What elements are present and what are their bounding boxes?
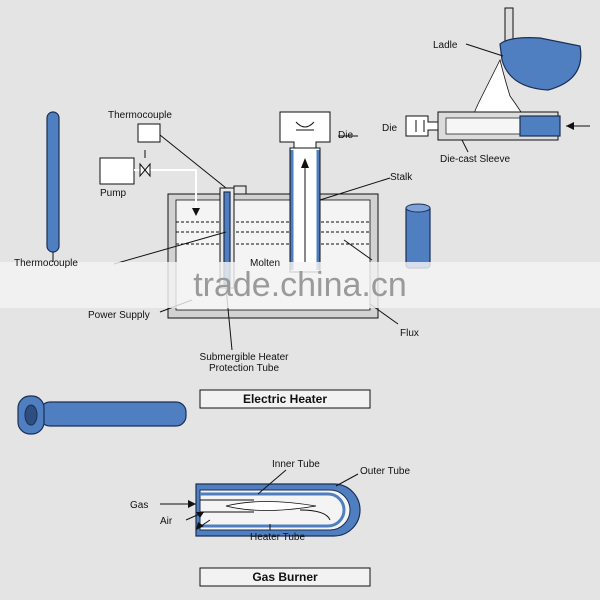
thermocouple-left-label: Thermocouple [14, 258, 78, 269]
die-label-left: Die [382, 123, 397, 134]
plunger-arrowhead [566, 122, 574, 130]
thermocouple-wire [159, 134, 227, 189]
submergible-label-line1: Submergible Heater [200, 352, 290, 363]
die-cavity [295, 121, 315, 131]
flame [225, 501, 317, 511]
watermark-band [0, 262, 600, 308]
pump-box [99, 157, 135, 185]
gas-burner-title: Gas Burner [252, 570, 318, 584]
stalk-flow-arrow [301, 158, 309, 168]
heater-tube-label: Heater Tube [250, 532, 305, 543]
thermocouple-leader [113, 231, 227, 265]
ladle-leader [465, 43, 504, 57]
gas-inlet-arrow [188, 500, 196, 508]
outer-tube-label: Outer Tube [360, 466, 410, 477]
heater-tube-horizontal [17, 395, 187, 435]
ladle-label: Ladle [433, 40, 458, 51]
pump-flow-arrow [192, 208, 200, 216]
stalk-leader [319, 177, 391, 201]
molten-label: Molten [250, 258, 280, 269]
stalk-label: Stalk [390, 172, 413, 183]
outer-tube-leader [335, 473, 359, 487]
heater-tube-opening [24, 404, 38, 426]
thermocouple-rod [46, 111, 60, 253]
die-cast-sleeve-assembly [405, 111, 590, 153]
ladle-assembly [471, 7, 582, 127]
watermark-text: trade.china.cn [193, 266, 407, 304]
pump-label: Pump [100, 188, 127, 199]
ladle-handle [504, 7, 514, 43]
flux-leader-top [343, 239, 373, 261]
air-inlet-arrow [196, 512, 204, 518]
air-label: Air [160, 516, 173, 527]
main-die-block [279, 111, 331, 153]
inner-tube-leader [257, 469, 287, 495]
sleeve-leader [461, 139, 469, 153]
thermocouple-box [137, 123, 161, 143]
submergible-label-line2: Protection Tube [209, 363, 279, 374]
heater-cap [233, 185, 247, 195]
power-supply-label: Power Supply [88, 310, 150, 321]
gas-burner-title-box [199, 567, 371, 587]
flux-tube-mouth [405, 203, 431, 213]
electric-heater-title-box [199, 389, 371, 409]
heater-tube-body [39, 401, 187, 427]
stalk-wall [290, 150, 320, 270]
plunger [519, 115, 561, 137]
electric-heater-title: Electric Heater [243, 392, 327, 406]
die-cast-sleeve-label: Die-cast Sleeve [440, 154, 510, 165]
ladle-bowl [499, 37, 582, 91]
flux-label: Flux [400, 328, 419, 339]
gas-label: Gas [130, 500, 148, 511]
flue-gas-flow [299, 509, 331, 521]
pump-valve [139, 162, 151, 178]
flux-tube [405, 205, 431, 269]
inner-tube-label: Inner Tube [272, 459, 320, 470]
side-die-cavity [415, 120, 425, 132]
thermocouple-top-label: Thermocouple [108, 110, 172, 121]
inner-tube [200, 492, 346, 528]
burner-nozzle [200, 499, 254, 513]
die-label-top: Die [338, 130, 353, 141]
side-die-block [405, 115, 439, 137]
gas-burner-assembly [160, 469, 361, 537]
pump-pipe-inner [134, 169, 197, 210]
exhaust-arrow [196, 522, 204, 530]
